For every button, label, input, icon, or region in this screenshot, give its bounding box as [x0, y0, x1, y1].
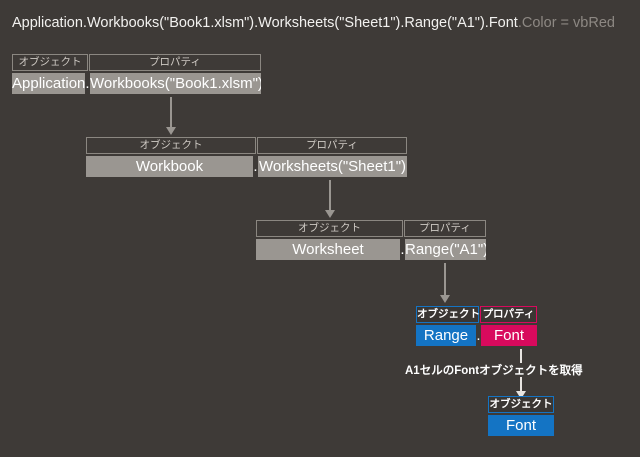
property-value[interactable]: Workbooks("Book1.xlsm") — [90, 73, 261, 94]
arrow-worksheet-to-range — [440, 263, 450, 303]
property-header-label: プロパティ — [480, 306, 537, 323]
object-value[interactable]: Worksheet — [256, 239, 400, 260]
header-row: オブジェクト プロパティ — [86, 137, 407, 154]
arrow-head — [440, 295, 450, 303]
node-group-font-result[interactable]: オブジェクト Font — [488, 396, 554, 436]
header-row: オブジェクト — [488, 396, 554, 413]
header-row: オブジェクト プロパティ — [12, 54, 261, 71]
arrow-head — [516, 391, 526, 399]
object-header-label: オブジェクト — [256, 220, 403, 237]
header-row: オブジェクト プロパティ — [416, 306, 537, 323]
property-value[interactable]: Range("A1") — [405, 239, 486, 260]
node-group-workbook[interactable]: オブジェクト プロパティ Workbook . Worksheets("Shee… — [86, 137, 407, 177]
arrow-shaft — [170, 97, 172, 127]
object-value[interactable]: Range — [416, 325, 476, 346]
dot-separator: . — [476, 327, 481, 344]
property-header-label: プロパティ — [89, 54, 261, 71]
object-header-label: オブジェクト — [416, 306, 480, 323]
object-header-label: オブジェクト — [12, 54, 88, 71]
node-group-range[interactable]: オブジェクト プロパティ Range . Font — [416, 306, 537, 346]
arrow-shaft — [520, 349, 522, 363]
arrow-shaft — [329, 180, 331, 210]
object-value[interactable]: Font — [488, 415, 554, 436]
property-header-label: プロパティ — [257, 137, 407, 154]
arrow-application-to-workbook — [166, 97, 176, 135]
property-value[interactable]: Font — [481, 325, 537, 346]
value-row: Application . Workbooks("Book1.xlsm") — [12, 73, 261, 94]
arrow-head — [166, 127, 176, 135]
property-header-label: プロパティ — [404, 220, 486, 237]
code-bright-text: Application.Workbooks("Book1.xlsm").Work… — [12, 15, 518, 31]
node-group-application[interactable]: オブジェクト プロパティ Application . Workbooks("Bo… — [12, 54, 261, 94]
dot-separator: . — [400, 241, 405, 258]
annotation-label: A1セルのFontオブジェクトを取得 — [405, 365, 583, 377]
object-value[interactable]: Workbook — [86, 156, 253, 177]
value-row: Worksheet . Range("A1") — [256, 239, 486, 260]
value-row: Font — [488, 415, 554, 436]
arrow-shaft — [444, 263, 446, 295]
object-value[interactable]: Application — [12, 73, 85, 94]
arrow-head — [325, 210, 335, 218]
arrow-font-to-annotation — [520, 349, 522, 363]
value-row: Range . Font — [416, 325, 537, 346]
dot-separator: . — [85, 75, 90, 92]
header-row: オブジェクト プロパティ — [256, 220, 486, 237]
arrow-workbook-to-worksheet — [325, 180, 335, 218]
code-dim-text: .Color = vbRed — [517, 15, 615, 31]
object-header-label: オブジェクト — [86, 137, 256, 154]
arrow-shaft — [520, 377, 522, 391]
object-header-label: オブジェクト — [488, 396, 554, 413]
vba-code-line: Application.Workbooks("Book1.xlsm").Work… — [12, 15, 615, 31]
value-row: Workbook . Worksheets("Sheet1") — [86, 156, 407, 177]
node-group-worksheet[interactable]: オブジェクト プロパティ Worksheet . Range("A1") — [256, 220, 486, 260]
dot-separator: . — [253, 158, 258, 175]
arrow-annotation-to-result — [516, 377, 526, 399]
property-value[interactable]: Worksheets("Sheet1") — [258, 156, 407, 177]
